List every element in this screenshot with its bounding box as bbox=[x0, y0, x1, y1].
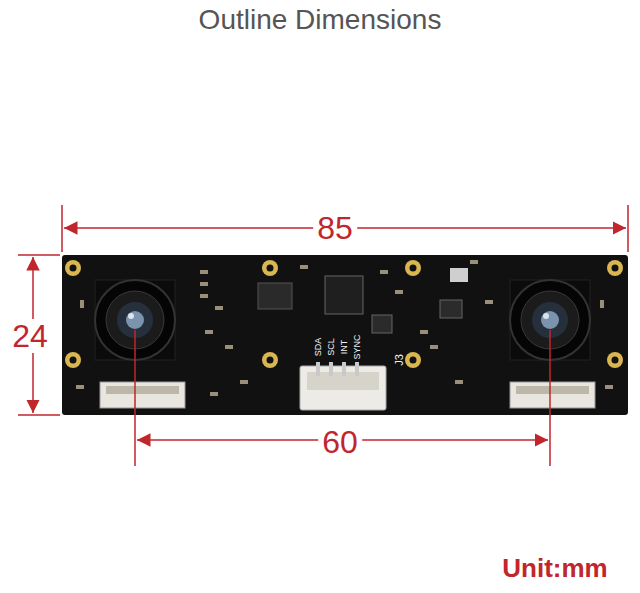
dimension-value: 24 bbox=[8, 319, 52, 353]
ic-chip bbox=[325, 276, 363, 314]
dimension-line bbox=[18, 205, 628, 466]
unit-note: Unit:mm bbox=[502, 555, 607, 581]
ic-chip bbox=[258, 283, 292, 309]
ic-chip bbox=[440, 300, 462, 318]
connector-ref: J3 bbox=[394, 354, 405, 366]
pin-name: SCL bbox=[327, 338, 336, 356]
smd-component bbox=[76, 260, 613, 396]
pin-name: INT bbox=[340, 340, 349, 355]
crystal bbox=[450, 268, 468, 282]
page-title: Outline Dimensions bbox=[199, 6, 442, 34]
connector-pin bbox=[316, 362, 359, 376]
pcb-board bbox=[62, 255, 628, 415]
fpc-connector bbox=[510, 382, 595, 408]
pin-name: SYNC bbox=[353, 334, 362, 359]
pin-name: SDA bbox=[314, 338, 323, 357]
mounting-hole bbox=[65, 260, 623, 368]
dimension-value: 85 bbox=[313, 211, 357, 245]
dimension-value: 60 bbox=[318, 425, 362, 459]
fpc-connector bbox=[100, 382, 185, 408]
ic-chip bbox=[372, 315, 392, 333]
